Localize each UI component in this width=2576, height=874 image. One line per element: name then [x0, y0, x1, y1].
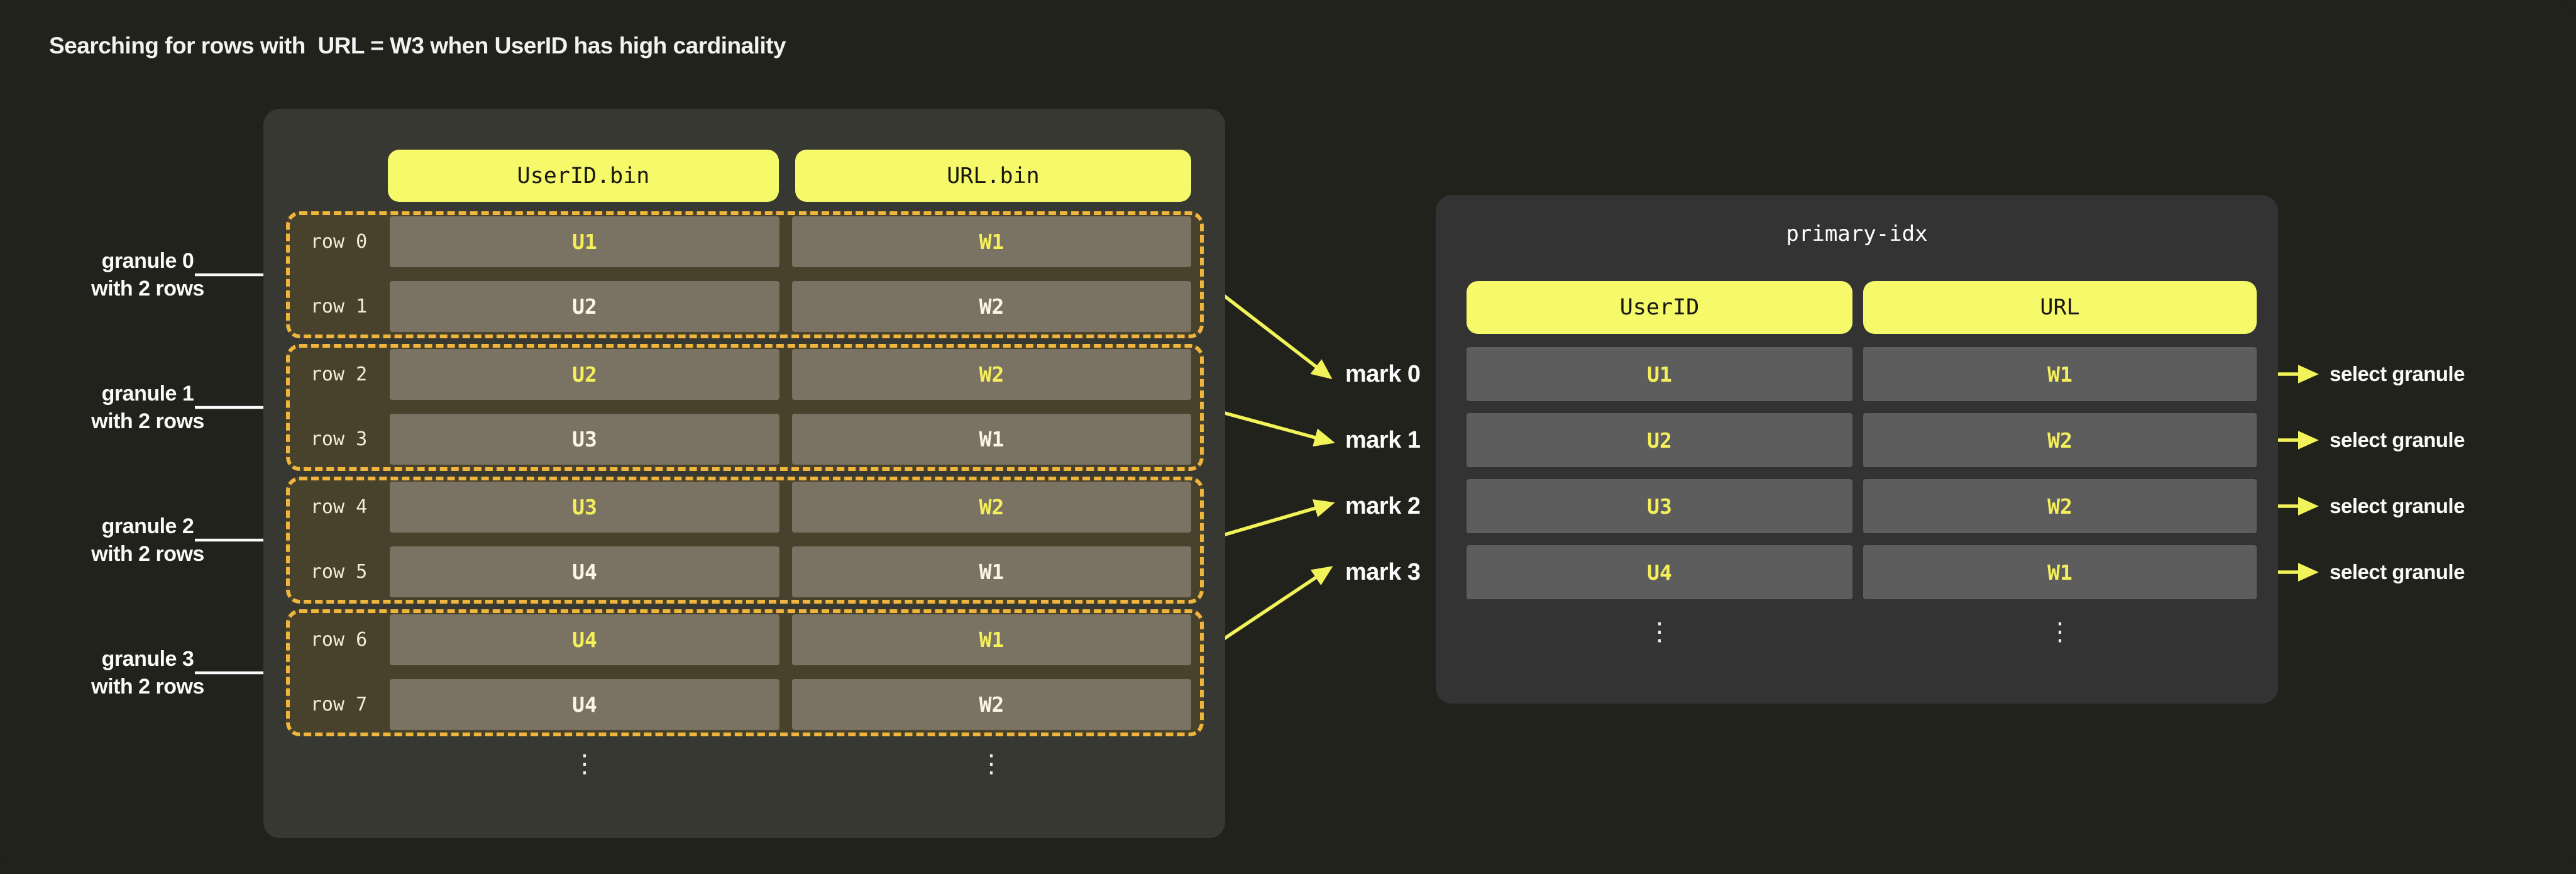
cell-userid: U4 [390, 546, 779, 597]
row-label: row 6 [310, 629, 368, 651]
granule-label-line: granule 3 [101, 647, 194, 671]
index-cell-userid: U2 [1467, 413, 1852, 467]
cell-userid: U3 [390, 482, 779, 533]
cell-url: W2 [792, 281, 1191, 332]
cell-userid: U4 [390, 614, 779, 665]
index-cell-userid: U3 [1467, 479, 1852, 533]
mark-label-1: mark 1 [1345, 427, 1421, 453]
index-cell-userid: U4 [1467, 545, 1852, 599]
cell-url: W1 [792, 216, 1191, 267]
select-granule-label-1: select granule [2330, 428, 2465, 451]
more-index-rows-ellipsis: ⋮ [1647, 617, 1672, 646]
row-label: row 4 [310, 496, 368, 518]
row-label: row 0 [310, 231, 368, 253]
column-header-userid-bin: UserID.bin [388, 150, 779, 202]
column-header-url: URL [1863, 281, 2257, 334]
index-cell-url: W1 [1863, 347, 2257, 401]
row-label: row 2 [310, 363, 368, 385]
primary-index-panel: primary-idx UserID URL U1 W1 U2 W2 U3 W2… [1436, 195, 2278, 704]
column-header-url-bin: URL.bin [795, 150, 1191, 202]
granule-label-line: with 2 rows [91, 675, 204, 699]
granule-label-2: granule 2 with 2 rows [35, 512, 261, 568]
cell-url: W2 [792, 679, 1191, 730]
index-cell-url: W1 [1863, 545, 2257, 599]
cell-url: W2 [792, 349, 1191, 400]
page-title: Searching for rows with URL = W3 when Us… [49, 33, 786, 58]
granule-label-line: granule 0 [101, 249, 194, 273]
granule-label-line: with 2 rows [91, 277, 204, 301]
granule-box-3: row 6 U4 W1 row 7 U4 W2 [286, 609, 1204, 736]
cell-userid: U3 [390, 414, 779, 465]
granule-label-0: granule 0 with 2 rows [35, 247, 261, 302]
cell-url: W2 [792, 482, 1191, 533]
cell-url: W1 [792, 614, 1191, 665]
granule-label-line: granule 2 [101, 514, 194, 538]
cell-userid: U1 [390, 216, 779, 267]
cell-url: W1 [792, 546, 1191, 597]
primary-index-title: primary-idx [1786, 221, 1928, 246]
granule-label-line: with 2 rows [91, 542, 204, 566]
index-cell-userid: U1 [1467, 347, 1852, 401]
more-index-rows-ellipsis: ⋮ [2047, 617, 2072, 646]
granule-label-3: granule 3 with 2 rows [35, 645, 261, 700]
row-label: row 3 [310, 428, 368, 450]
bin-files-panel: UserID.bin URL.bin row 0 U1 W1 row 1 U2 … [263, 109, 1225, 838]
row-label: row 1 [310, 296, 368, 318]
index-cell-url: W2 [1863, 479, 2257, 533]
granule-label-line: with 2 rows [91, 409, 204, 433]
cell-userid: U2 [390, 281, 779, 332]
index-cell-url: W2 [1863, 413, 2257, 467]
cell-url: W1 [792, 414, 1191, 465]
select-granule-label-0: select granule [2330, 362, 2465, 385]
mark-label-0: mark 0 [1345, 361, 1421, 387]
granule-box-2: row 4 U3 W2 row 5 U4 W1 [286, 477, 1204, 604]
cell-userid: U2 [390, 349, 779, 400]
cell-userid: U4 [390, 679, 779, 730]
more-rows-ellipsis: ⋮ [572, 750, 597, 778]
row-label: row 7 [310, 694, 368, 716]
granule-label-line: granule 1 [101, 382, 194, 406]
granule-box-1: row 2 U2 W2 row 3 U3 W1 [286, 344, 1204, 471]
granule-box-0: row 0 U1 W1 row 1 U2 W2 [286, 211, 1204, 338]
granule-label-1: granule 1 with 2 rows [35, 380, 261, 435]
select-granule-label-2: select granule [2330, 494, 2465, 517]
row-label: row 5 [310, 561, 368, 583]
select-granule-label-3: select granule [2330, 560, 2465, 584]
mark-label-3: mark 3 [1345, 559, 1421, 585]
column-header-userid: UserID [1467, 281, 1852, 334]
more-rows-ellipsis: ⋮ [979, 750, 1004, 778]
mark-label-2: mark 2 [1345, 493, 1421, 519]
